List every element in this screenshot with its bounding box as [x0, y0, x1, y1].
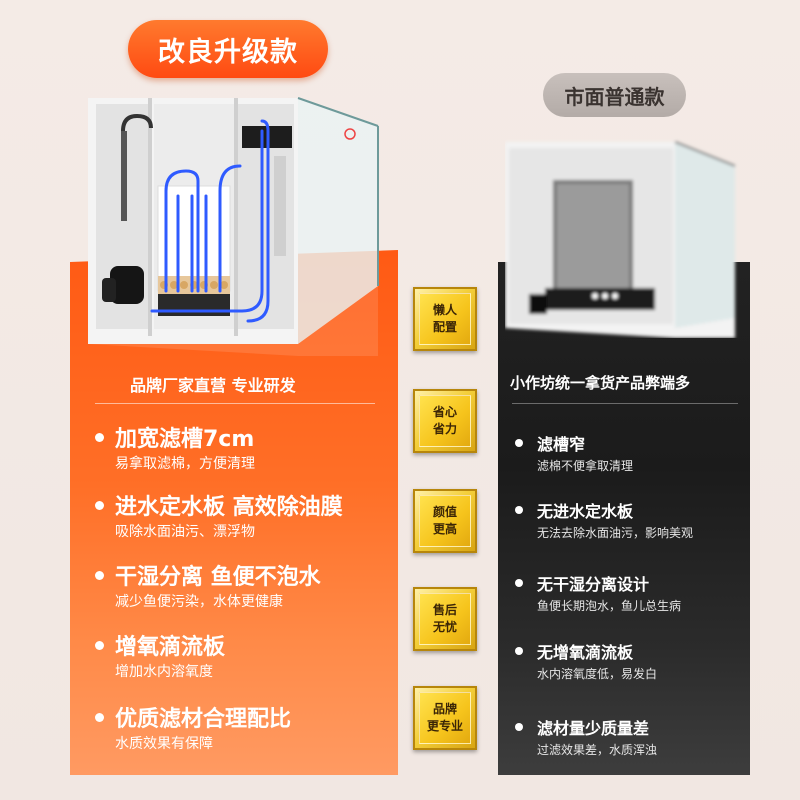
- badge-worry-free: 省心 省力: [413, 389, 477, 453]
- feature-title: 进水定水板 高效除油膜: [115, 495, 343, 520]
- bullet-icon: [515, 647, 523, 655]
- feature-desc: 水内溶氧度低，易发白: [537, 667, 658, 681]
- bullet-icon: [95, 571, 104, 580]
- feature-title: 增氧滴流板: [115, 635, 226, 660]
- ordinary-panel-title: 小作坊统一拿货产品弊端多: [510, 374, 691, 392]
- bullet-icon: [515, 506, 523, 514]
- bullet-icon: [515, 439, 523, 447]
- feature-title: 无进水定水板: [537, 502, 634, 521]
- upgraded-panel-title: 品牌厂家直营 专业研发: [130, 376, 296, 395]
- feature-desc: 水质效果有保障: [115, 736, 213, 752]
- feature-title: 加宽滤槽7cm: [115, 427, 255, 452]
- badge-better-looking: 颜值 更高: [413, 489, 477, 553]
- badge-label: 省心 省力: [419, 395, 471, 447]
- badge-label: 售后 无忧: [419, 593, 471, 645]
- ordinary-panel-divider: [512, 403, 738, 404]
- feature-desc: 增加水内溶氧度: [115, 664, 213, 680]
- ordinary-filter-tank-image: [505, 141, 736, 338]
- badge-lazy-config: 懒人 配置: [413, 287, 477, 351]
- feature-title: 滤槽窄: [537, 435, 586, 454]
- bullet-icon: [95, 713, 104, 722]
- feature-desc: 过滤效果差，水质浑浊: [537, 743, 658, 757]
- feature-desc: 减少鱼便污染，水体更健康: [115, 594, 283, 610]
- feature-title: 滤材量少质量差: [537, 719, 650, 738]
- feature-title: 优质滤材合理配比: [115, 707, 292, 732]
- bullet-icon: [515, 723, 523, 731]
- feature-desc: 鱼便长期泡水，鱼儿总生病: [537, 599, 682, 613]
- badge-label: 颜值 更高: [419, 495, 471, 547]
- ordinary-panel: [498, 262, 750, 775]
- badge-label: 懒人 配置: [419, 293, 471, 345]
- upgraded-model-label: 改良升级款: [128, 20, 328, 78]
- feature-title: 无增氧滴流板: [537, 643, 634, 662]
- upgraded-filter-tank-image: [88, 97, 379, 356]
- feature-desc: 吸除水面油污、漂浮物: [115, 524, 255, 540]
- upgraded-panel-divider: [95, 403, 375, 404]
- badge-after-sales: 售后 无忧: [413, 587, 477, 651]
- feature-title: 无干湿分离设计: [537, 575, 650, 594]
- feature-title: 干湿分离 鱼便不泡水: [115, 565, 321, 590]
- badge-label: 品牌 更专业: [419, 692, 471, 744]
- bullet-icon: [95, 501, 104, 510]
- bullet-icon: [515, 579, 523, 587]
- ordinary-model-label: 市面普通款: [543, 73, 686, 117]
- feature-desc: 滤棉不便拿取清理: [537, 459, 634, 473]
- feature-desc: 无法去除水面油污，影响美观: [537, 526, 694, 540]
- feature-desc: 易拿取滤棉，方便清理: [115, 456, 255, 472]
- bullet-icon: [95, 641, 104, 650]
- badge-brand-professional: 品牌 更专业: [413, 686, 477, 750]
- bullet-icon: [95, 433, 104, 442]
